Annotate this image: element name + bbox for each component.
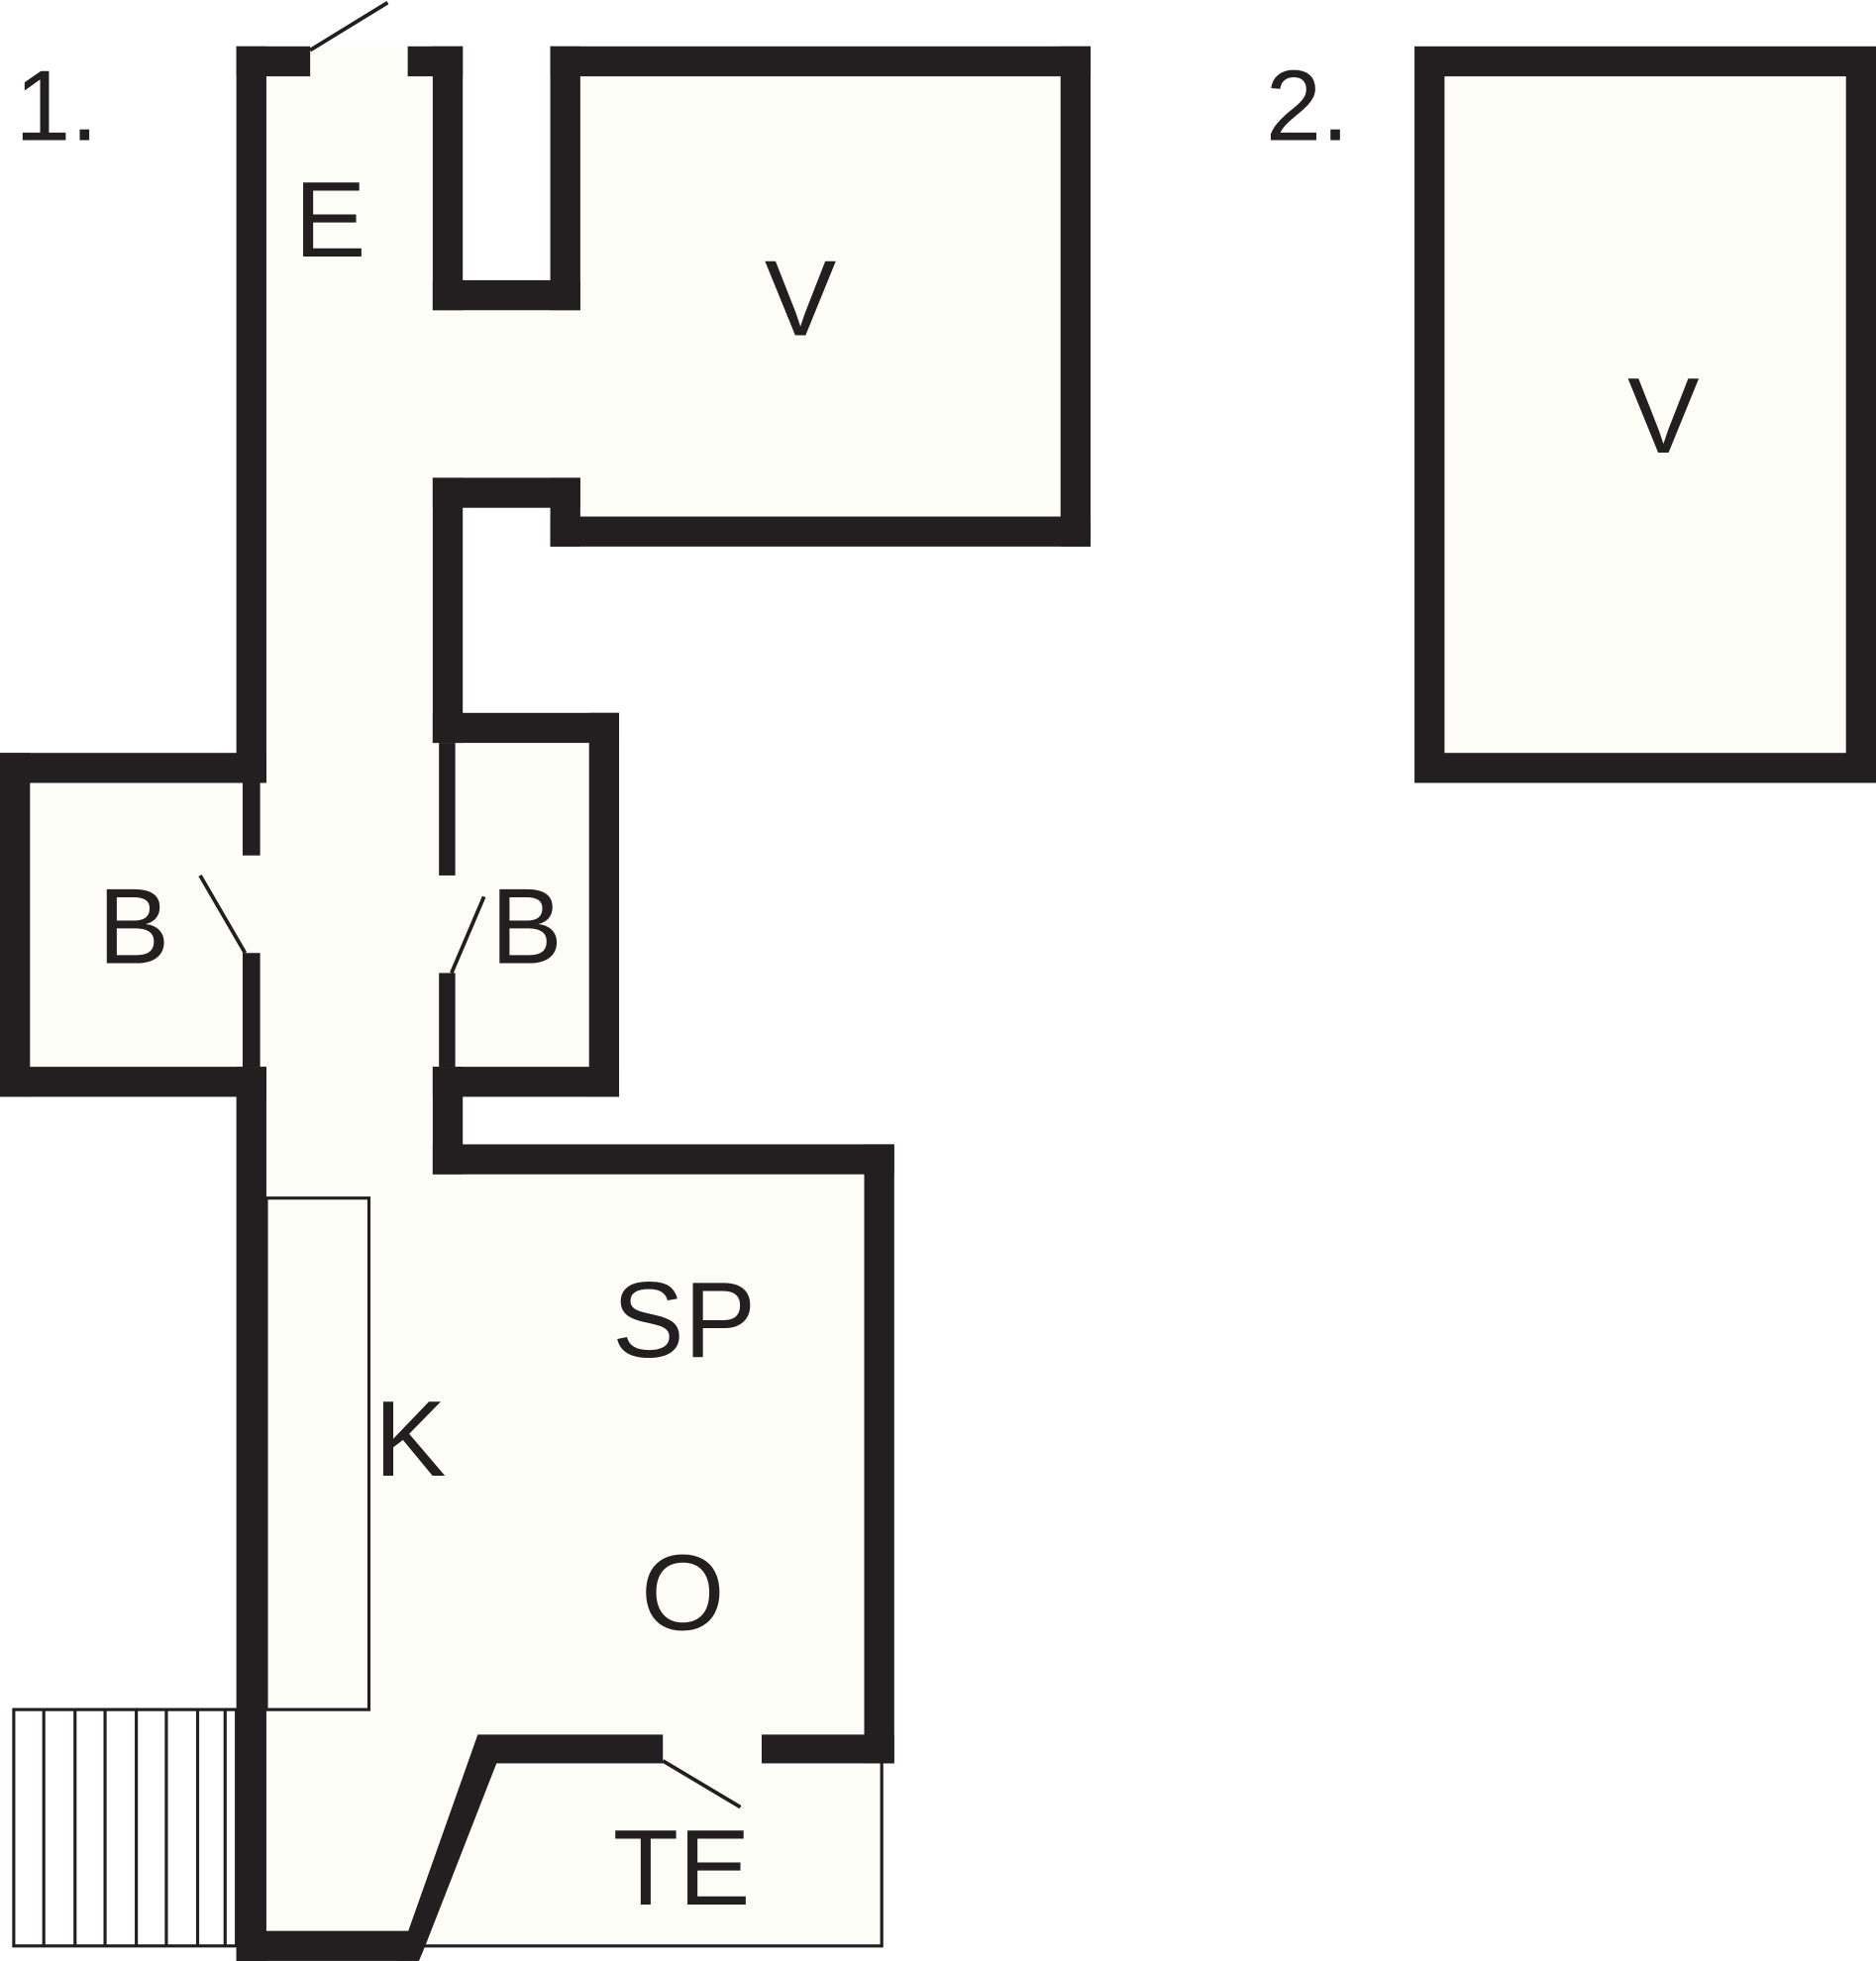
plan-2: 2. V (1266, 46, 1876, 783)
plan-2-number: 2. (1266, 51, 1349, 161)
walls (0, 46, 1092, 1961)
room-label-living: V (765, 239, 836, 359)
right-bedroom-door-swing (450, 895, 486, 975)
entrance-door-swing (309, 0, 389, 52)
room-label-terrace: TE (613, 1808, 751, 1928)
plan-2-room (1414, 46, 1876, 783)
stairs (12, 1707, 239, 1948)
room-label-bedroom-right: B (490, 867, 562, 986)
room-label-living-2: V (1627, 357, 1699, 476)
room-label-dining: SP (612, 1261, 756, 1381)
terrace-outline (418, 1763, 884, 1948)
room-label-other: O (641, 1533, 724, 1653)
plan-1-number: 1. (15, 51, 98, 161)
room-label-kitchen: K (374, 1380, 446, 1499)
plan-1-floor (0, 46, 1092, 1961)
left-bedroom-door-swing (198, 874, 248, 955)
terrace-door-swing (662, 1759, 742, 1809)
room-label-bedroom-left: B (98, 867, 169, 986)
terrace-floor (425, 1763, 883, 1946)
kitchen-counter (264, 1196, 371, 1711)
room-label-entrance: E (294, 160, 365, 280)
plan-1: 1. E V B B SP K O TE (0, 0, 1092, 1961)
